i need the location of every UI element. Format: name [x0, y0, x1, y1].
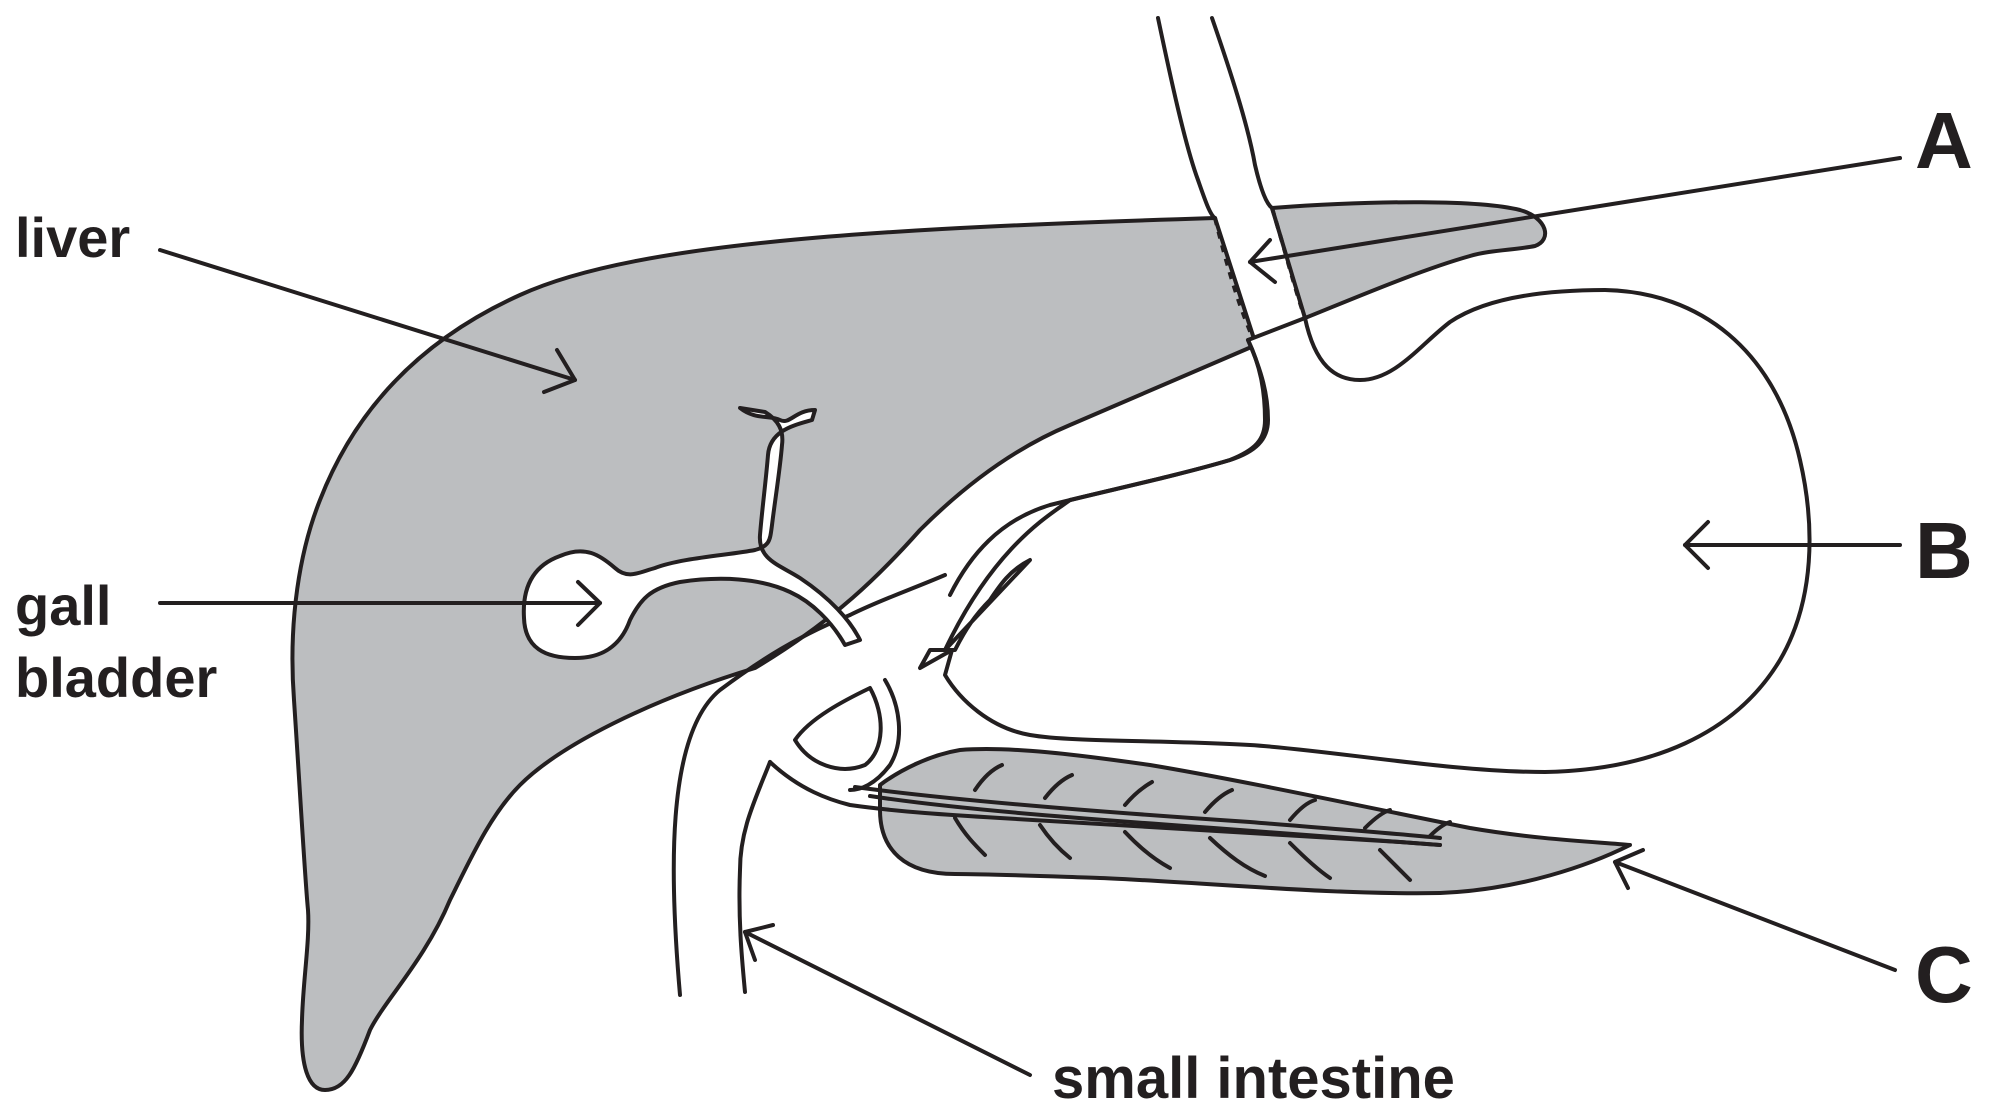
- oesophagus-right-wall: [1212, 18, 1272, 208]
- gall-bladder-label-line2: bladder: [15, 646, 217, 709]
- label-b: B: [1915, 506, 1973, 595]
- gall-bladder-label-line1: gall: [15, 574, 111, 637]
- label-c-arrow: [1615, 850, 1895, 970]
- label-c: C: [1915, 930, 1973, 1019]
- bile-duct-common-left: [795, 688, 881, 769]
- label-a: A: [1915, 96, 1973, 185]
- liver-label: liver: [15, 206, 130, 269]
- small-intestine-label: small intestine: [1052, 1046, 1455, 1106]
- oesophagus-left-wall: [1158, 18, 1215, 218]
- small-intestine-arrow: [745, 925, 1030, 1075]
